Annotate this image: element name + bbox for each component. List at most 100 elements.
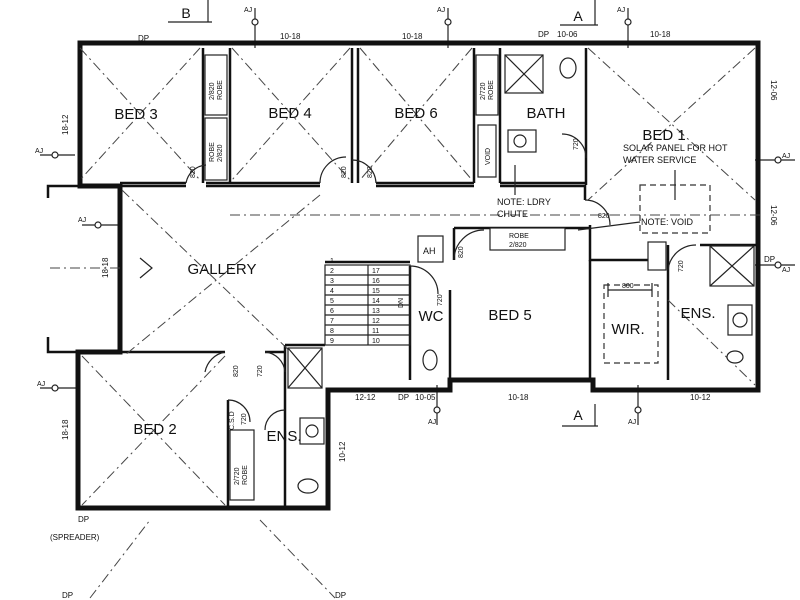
- laundry-note-line1: NOTE: LDRY: [497, 197, 551, 207]
- svg-text:ROBE: ROBE: [509, 233, 529, 240]
- svg-text:12-06: 12-06: [769, 80, 778, 101]
- svg-text:820: 820: [233, 365, 240, 377]
- svg-text:4: 4: [330, 288, 334, 295]
- notes: 800 SOLAR PANEL FOR HOT WATER SERVICE NO…: [229, 143, 728, 430]
- svg-text:2/820: 2/820: [209, 82, 216, 100]
- svg-text:820: 820: [341, 166, 348, 178]
- svg-text:10-12: 10-12: [338, 441, 347, 462]
- laundry-note-line2: CHUTE: [497, 209, 528, 219]
- svg-text:AJ: AJ: [782, 153, 790, 160]
- svg-text:DP: DP: [78, 515, 89, 524]
- stair-direction: DN: [398, 298, 405, 308]
- section-a-bottom-label: A: [573, 407, 583, 423]
- svg-text:10-06: 10-06: [557, 30, 578, 39]
- svg-text:2/820: 2/820: [217, 144, 224, 162]
- doors: [185, 133, 697, 431]
- room-bath: BATH: [527, 105, 566, 122]
- svg-text:12: 12: [372, 318, 380, 325]
- robes: 2/820 ROBE ROBE 2/820 2/720 ROBE VOID 2/…: [204, 54, 529, 501]
- internal-walls: [80, 48, 758, 508]
- svg-text:10-05: 10-05: [415, 393, 436, 402]
- svg-text:DP: DP: [398, 393, 409, 402]
- svg-text:12-12: 12-12: [355, 393, 376, 402]
- svg-text:17: 17: [372, 268, 380, 275]
- svg-text:820: 820: [458, 246, 465, 258]
- svg-text:820: 820: [190, 166, 197, 178]
- svg-text:2: 2: [330, 268, 334, 275]
- svg-text:720: 720: [241, 413, 248, 425]
- svg-text:AJ: AJ: [428, 419, 436, 426]
- room-wir: WIR.: [611, 321, 644, 338]
- svg-text:10-12: 10-12: [690, 393, 711, 402]
- svg-text:5: 5: [330, 298, 334, 305]
- svg-text:DP: DP: [538, 30, 549, 39]
- svg-text:AJ: AJ: [437, 7, 445, 14]
- room-wc: WC: [419, 308, 444, 325]
- section-a-top-label: A: [573, 8, 583, 24]
- gallery-arrow: [139, 257, 153, 279]
- svg-text:15: 15: [372, 288, 380, 295]
- svg-text:AJ: AJ: [628, 419, 636, 426]
- solar-note-line1: SOLAR PANEL FOR HOT: [623, 143, 728, 153]
- svg-text:10-18: 10-18: [650, 30, 671, 39]
- svg-text:AJ: AJ: [37, 381, 45, 388]
- svg-text:18-12: 18-12: [61, 114, 70, 135]
- svg-text:16: 16: [372, 278, 380, 285]
- svg-text:ROBE: ROBE: [209, 142, 216, 162]
- room-ah: AH: [423, 246, 436, 256]
- svg-text:DP: DP: [335, 591, 346, 600]
- svg-text:ROBE: ROBE: [217, 80, 224, 100]
- room-ens1: ENS.: [680, 305, 715, 322]
- room-bed1: BED 1: [642, 127, 685, 144]
- room-bed5: BED 5: [488, 307, 531, 324]
- staircase: 17 16 15 14 13 12 11 10 9 8 7 6 5 4 3 2 …: [324, 258, 411, 346]
- svg-text:820: 820: [367, 166, 374, 178]
- svg-text:11: 11: [372, 328, 379, 335]
- room-bed2: BED 2: [133, 421, 176, 438]
- svg-text:AJ: AJ: [35, 148, 43, 155]
- svg-text:DP: DP: [62, 591, 73, 600]
- void-cabinet-label: VOID: [485, 148, 492, 165]
- section-b-label: B: [181, 5, 190, 21]
- room-bed3: BED 3: [114, 106, 157, 123]
- room-labels: BED 3 BED 4 BED 6 BATH BED 1 GALLERY WC …: [114, 105, 715, 445]
- svg-text:3: 3: [330, 278, 334, 285]
- svg-text:13: 13: [372, 308, 380, 315]
- room-ens2: ENS.: [266, 428, 301, 445]
- svg-text:AJ: AJ: [617, 7, 625, 14]
- svg-text:6: 6: [330, 308, 334, 315]
- svg-text:800: 800: [622, 283, 634, 290]
- section-marker-b: B: [168, 0, 212, 23]
- csd-label: C.S.D: [229, 411, 236, 430]
- svg-text:2/720: 2/720: [234, 467, 241, 485]
- svg-text:2/720: 2/720: [480, 82, 487, 100]
- dimension-labels: DP 10-18 10-18 DP 10-06 10-18 18-12 18-1…: [50, 30, 778, 600]
- svg-text:18-18: 18-18: [61, 419, 70, 440]
- svg-text:720: 720: [678, 260, 685, 272]
- svg-text:AJ: AJ: [78, 217, 86, 224]
- svg-text:1: 1: [330, 258, 334, 265]
- svg-text:7: 7: [330, 318, 334, 325]
- svg-text:8: 8: [330, 328, 334, 335]
- svg-text:10-18: 10-18: [402, 32, 423, 41]
- svg-text:AJ: AJ: [782, 267, 790, 274]
- void-note: NOTE: VOID: [641, 217, 694, 227]
- svg-text:720: 720: [573, 138, 580, 150]
- spreader-label: (SPREADER): [50, 533, 100, 542]
- solar-note-line2: WATER SERVICE: [623, 155, 696, 165]
- svg-text:AJ: AJ: [244, 7, 252, 14]
- room-bed6: BED 6: [394, 105, 437, 122]
- svg-text:720: 720: [437, 294, 444, 306]
- svg-text:DP: DP: [138, 34, 149, 43]
- svg-text:10-18: 10-18: [280, 32, 301, 41]
- svg-text:10-18: 10-18: [508, 393, 529, 402]
- fixtures: [287, 54, 755, 494]
- svg-text:14: 14: [372, 298, 380, 305]
- section-marker-a-bottom: A: [562, 404, 598, 427]
- external-walls: [46, 40, 761, 511]
- svg-text:2/820: 2/820: [509, 242, 527, 249]
- svg-text:ROBE: ROBE: [488, 80, 495, 100]
- svg-text:10: 10: [372, 338, 380, 345]
- svg-text:DP: DP: [764, 255, 775, 264]
